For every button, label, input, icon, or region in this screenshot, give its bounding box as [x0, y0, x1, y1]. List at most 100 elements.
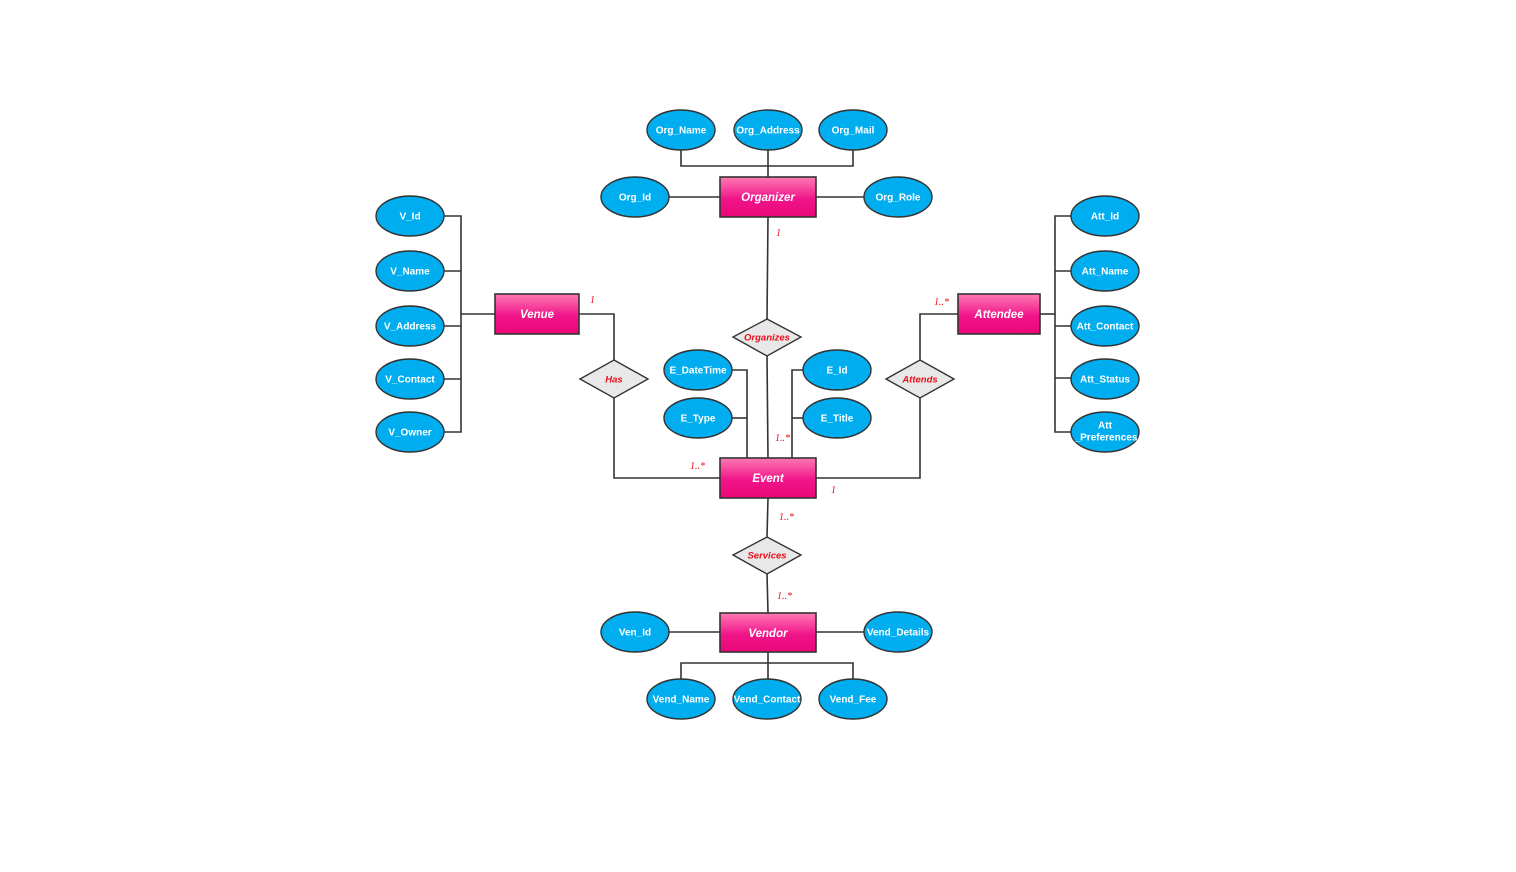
entity-box — [719, 457, 817, 499]
attribute-e-id[interactable]: E_Id — [802, 349, 872, 391]
attribute-ellipse — [375, 358, 445, 400]
attribute-label-line2: _Preferences — [1074, 433, 1138, 444]
attribute-org-address[interactable]: Org_Address — [733, 109, 803, 151]
line-organizer-organizes — [766, 216, 769, 320]
attribute-org-mail[interactable]: Org_Mail — [818, 109, 888, 151]
attribute-ellipse — [646, 678, 716, 720]
relationship-label: Organizes — [744, 333, 790, 344]
connector-lines — [444, 150, 1072, 680]
attribute-vend-name[interactable]: Vend_Name — [646, 678, 716, 720]
attribute-label: V_Address — [384, 322, 437, 333]
relationship-has[interactable]: Has — [578, 359, 650, 399]
attribute-ellipse — [802, 397, 872, 439]
attribute-e-type[interactable]: E_Type — [663, 397, 733, 439]
entity-vendor[interactable]: Vendor — [719, 612, 817, 653]
cardinality-attendee-attends: 1..* — [934, 297, 949, 308]
attribute-label: E_Id — [826, 366, 847, 377]
attribute-v-address[interactable]: V_Address — [375, 305, 445, 347]
attribute-att-preferences[interactable]: Att _Preferences — [1070, 411, 1140, 453]
cardinality-labels: 1 1..* 1 1..* 1..* 1 1..* 1..* — [590, 228, 949, 602]
attribute-org-id[interactable]: Org_Id — [600, 176, 670, 218]
line-attendee-attends — [919, 313, 958, 360]
attribute-ellipse — [818, 678, 888, 720]
attribute-ellipse — [1070, 358, 1140, 400]
attribute-ellipse — [375, 305, 445, 347]
attribute-label: V_Name — [390, 267, 430, 278]
attribute-ellipse — [646, 109, 716, 151]
relationship-diamond — [731, 536, 803, 575]
attribute-vend-contact[interactable]: Vend_Contact — [732, 678, 802, 720]
entity-label: Event — [752, 473, 784, 485]
attribute-label: Att_Status — [1080, 375, 1130, 386]
attribute-label: Vend_Name — [653, 695, 710, 706]
entity-label: Organizer — [741, 192, 795, 204]
attribute-ellipse — [863, 176, 933, 218]
relationship-label: Services — [747, 551, 786, 562]
line-attends-event — [816, 398, 921, 479]
attribute-vend-details[interactable]: Vend_Details — [863, 611, 933, 653]
cardinality-event-has: 1..* — [690, 461, 705, 472]
entity-organizer[interactable]: Organizer — [719, 176, 817, 218]
entity-label: Venue — [520, 309, 555, 321]
attribute-ellipse — [1070, 305, 1140, 347]
attribute-label: Org_Role — [875, 193, 920, 204]
attribute-ellipse — [863, 611, 933, 653]
attribute-label-line1: Att — [1098, 421, 1113, 432]
attribute-label: Vend_Fee — [830, 695, 877, 706]
attribute-org-role[interactable]: Org_Role — [863, 176, 933, 218]
attribute-label: V_Id — [399, 212, 420, 223]
attribute-v-id[interactable]: V_Id — [375, 195, 445, 237]
entity-box — [494, 293, 580, 335]
attribute-e-title[interactable]: E_Title — [802, 397, 872, 439]
attribute-ellipse — [733, 109, 803, 151]
entity-label: Attendee — [973, 309, 1024, 321]
attribute-ellipse — [1070, 250, 1140, 292]
attribute-ellipse — [802, 349, 872, 391]
attribute-label: E_DateTime — [669, 366, 727, 377]
cardinality-organizer-organizes: 1 — [776, 228, 781, 239]
attribute-ellipse — [375, 195, 445, 237]
attribute-org-name[interactable]: Org_Name — [646, 109, 716, 151]
entity-box — [719, 176, 817, 218]
cardinality-venue-has: 1 — [590, 295, 595, 306]
attribute-att-status[interactable]: Att_Status — [1070, 358, 1140, 400]
line-organizes-event — [766, 355, 769, 459]
attribute-att-contact[interactable]: Att_Contact — [1070, 305, 1140, 347]
attribute-label: Att_Id — [1091, 212, 1119, 223]
attribute-ellipse — [818, 109, 888, 151]
line-venue-bus — [444, 215, 462, 433]
line-e-id — [791, 369, 804, 458]
attribute-ellipse — [1070, 411, 1140, 453]
attribute-label: Att_Contact — [1077, 322, 1134, 333]
line-organizer-top-bus — [680, 150, 854, 167]
relationship-label: Attends — [901, 375, 937, 386]
attribute-ellipse — [1070, 195, 1140, 237]
line-attendee-bus — [1054, 215, 1072, 433]
entity-venue[interactable]: Venue — [494, 293, 580, 335]
attribute-ellipse — [375, 250, 445, 292]
relationship-services[interactable]: Services — [731, 536, 803, 575]
attribute-att-name[interactable]: Att_Name — [1070, 250, 1140, 292]
attribute-label: Att_Name — [1082, 267, 1129, 278]
attribute-label: Ven_Id — [619, 628, 651, 639]
attribute-vend-fee[interactable]: Vend_Fee — [818, 678, 888, 720]
attribute-v-name[interactable]: V_Name — [375, 250, 445, 292]
attribute-ven-id[interactable]: Ven_Id — [600, 611, 670, 653]
attribute-v-owner[interactable]: V_Owner — [375, 411, 445, 453]
relationship-organizes[interactable]: Organizes — [731, 318, 803, 357]
attribute-att-id[interactable]: Att_Id — [1070, 195, 1140, 237]
entity-event[interactable]: Event — [719, 457, 817, 499]
attribute-label: Org_Id — [619, 193, 651, 204]
entity-attendee[interactable]: Attendee — [957, 293, 1041, 335]
attribute-v-contact[interactable]: V_Contact — [375, 358, 445, 400]
attribute-label: Org_Name — [656, 126, 707, 137]
attribute-label: Org_Mail — [832, 126, 875, 137]
relationship-label: Has — [605, 375, 622, 386]
attribute-label: Org_Address — [736, 126, 800, 137]
attribute-label: E_Title — [821, 414, 854, 425]
relationship-attends[interactable]: Attends — [884, 359, 956, 399]
entity-box — [719, 612, 817, 653]
attribute-e-datetime[interactable]: E_DateTime — [663, 349, 733, 391]
relationship-diamond — [731, 318, 803, 357]
